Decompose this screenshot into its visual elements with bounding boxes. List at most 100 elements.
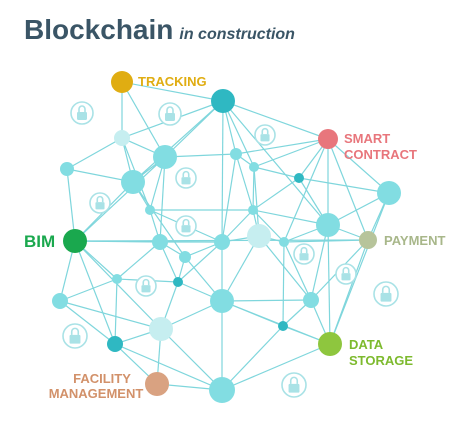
network-node xyxy=(107,336,123,352)
network-edge xyxy=(253,138,329,168)
network-node xyxy=(209,377,235,403)
network-edge xyxy=(235,138,329,155)
network-edge xyxy=(59,278,118,302)
network-edge xyxy=(74,240,162,330)
lock-icon xyxy=(175,215,197,237)
network-edge xyxy=(283,239,369,243)
network-node xyxy=(121,170,145,194)
title-main: Blockchain xyxy=(24,14,174,45)
network-edge xyxy=(222,100,329,226)
diagram-title: Blockchain in construction xyxy=(24,14,295,46)
network-edge xyxy=(121,81,166,158)
facility-management-node xyxy=(145,372,169,396)
label-facility-1: FACILITY xyxy=(73,371,131,386)
network-node xyxy=(214,234,230,250)
network-edge xyxy=(222,100,329,140)
network-node xyxy=(248,205,258,215)
lock-icon xyxy=(89,192,111,214)
network-edge xyxy=(132,181,186,258)
data-storage-node xyxy=(318,332,342,356)
lock-icon xyxy=(335,263,357,285)
network-edge xyxy=(132,100,224,183)
network-node xyxy=(316,213,340,237)
network-node xyxy=(114,130,130,146)
network-edge xyxy=(160,328,223,391)
lock-icon xyxy=(281,372,307,398)
network-node xyxy=(210,289,234,313)
network-edge xyxy=(114,278,118,345)
network-node xyxy=(377,181,401,205)
label-bim: BIM xyxy=(24,232,55,251)
lock-icon xyxy=(62,323,88,349)
network-edge xyxy=(121,81,224,102)
label-smart-contract-2: CONTRACT xyxy=(344,147,417,162)
network-edge xyxy=(221,100,224,243)
label-facility-2: MANAGEMENT xyxy=(49,386,144,401)
lock-icon xyxy=(175,167,197,189)
network-node xyxy=(303,292,319,308)
network-edge xyxy=(221,299,312,302)
network-edge xyxy=(327,138,390,194)
network-edge xyxy=(298,177,390,194)
network-edge xyxy=(283,241,312,301)
lock-icon xyxy=(254,124,276,146)
label-smart-contract-1: SMART xyxy=(344,131,390,146)
network-node xyxy=(153,145,177,169)
network-edge xyxy=(310,224,329,301)
network-edge xyxy=(74,240,116,345)
network-edge xyxy=(66,168,76,242)
network-edge xyxy=(327,138,369,241)
network-edge xyxy=(177,241,223,283)
network-edge xyxy=(252,209,285,243)
network-node xyxy=(152,234,168,250)
network-nodes xyxy=(52,71,401,403)
network-edge xyxy=(66,137,123,170)
network-edge xyxy=(327,224,331,345)
network-edge xyxy=(283,138,329,243)
label-data-storage-1: DATA xyxy=(349,337,384,352)
network-node xyxy=(247,224,271,248)
lock-icon xyxy=(158,102,182,126)
network-node xyxy=(249,162,259,172)
network-node xyxy=(173,277,183,287)
network-edge xyxy=(59,300,162,330)
network-edge xyxy=(252,177,300,211)
network-node xyxy=(211,89,235,113)
network-node xyxy=(279,237,289,247)
tracking-node xyxy=(111,71,133,93)
smart-contract-node xyxy=(318,129,338,149)
network-edge xyxy=(329,192,390,345)
lock-icons xyxy=(62,101,399,398)
network-node xyxy=(294,173,304,183)
network-node xyxy=(179,251,191,263)
lock-icon xyxy=(373,281,399,307)
network-node xyxy=(112,274,122,284)
network-edge xyxy=(116,241,161,280)
network-edge xyxy=(258,235,312,301)
network-node xyxy=(149,317,173,341)
label-tracking: TRACKING xyxy=(138,74,207,89)
bim-node xyxy=(63,229,87,253)
network-node xyxy=(278,321,288,331)
network-edge xyxy=(221,343,331,391)
title-sub: in construction xyxy=(179,26,295,43)
network-edge xyxy=(221,235,260,302)
network-edge xyxy=(222,100,255,168)
network-node xyxy=(230,148,242,160)
network-node xyxy=(52,293,68,309)
network-edge xyxy=(221,153,237,243)
network-edge xyxy=(59,300,116,345)
network-node xyxy=(60,162,74,176)
network-edge xyxy=(235,153,254,211)
network-edge xyxy=(159,156,166,243)
label-payment: PAYMENT xyxy=(384,233,445,248)
network-edge xyxy=(252,209,329,226)
network-edge xyxy=(74,156,166,242)
network-edge xyxy=(221,325,284,391)
network-edge xyxy=(282,241,285,327)
lock-icon xyxy=(293,243,315,265)
lock-icon xyxy=(70,101,94,125)
network-node xyxy=(145,205,155,215)
